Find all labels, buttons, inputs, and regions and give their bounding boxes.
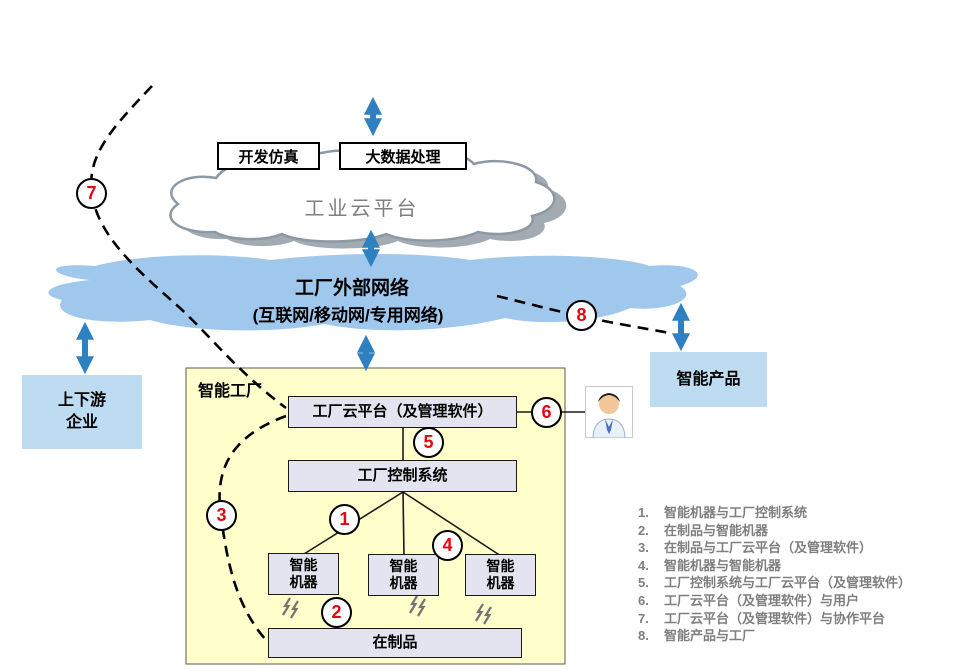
legend-text: 工厂云平台（及管理软件）与用户 xyxy=(664,592,860,608)
legend-num: 6. xyxy=(638,592,649,608)
legend-num: 5. xyxy=(638,575,649,591)
smart-machine-box-1: 智能 机器 xyxy=(268,553,339,595)
legend-item: 2. 在制品与智能机器 xyxy=(638,522,964,540)
smart-machine-line2: 机器 xyxy=(486,575,515,591)
factory-cloud-platform-box: 工厂云平台（及管理软件） xyxy=(288,396,517,428)
legend-item: 1. 智能机器与工厂控制系统 xyxy=(638,504,964,522)
partners-box: 上下游 企业 xyxy=(22,375,142,449)
smart-machine-line1: 智能 xyxy=(389,557,418,574)
dev-simulation-box: 开发仿真 xyxy=(217,142,320,170)
dashed-link-collab-platform xyxy=(89,85,287,410)
legend-text: 智能产品与工厂 xyxy=(664,628,756,644)
lightning-icon xyxy=(282,597,299,619)
legend-num: 3. xyxy=(638,540,649,556)
marker-7: 7 xyxy=(76,178,107,209)
legend-text: 在制品与工厂云平台（及管理软件） xyxy=(664,540,873,556)
big-data-box: 大数据处理 xyxy=(339,142,467,170)
smart-products-label: 智能产品 xyxy=(676,370,741,388)
legend-item: 5. 工厂控制系统与工厂云平台（及管理软件） xyxy=(638,574,964,592)
legend-item: 4. 智能机器与智能机器 xyxy=(638,557,964,575)
legend-text: 智能机器与智能机器 xyxy=(664,557,782,573)
external-network-title: 工厂外部网络 xyxy=(294,278,409,299)
legend-num: 8. xyxy=(638,628,649,644)
smart-machine-line1: 智能 xyxy=(486,557,515,574)
legend-text: 工厂控制系统与工厂云平台（及管理软件） xyxy=(664,575,912,591)
external-network-cloud-shape xyxy=(48,254,698,331)
legend-num: 7. xyxy=(638,610,649,626)
partners-line1: 上下游 xyxy=(57,392,106,410)
factory-control-system-label: 工厂控制系统 xyxy=(357,466,448,484)
smart-machine-box-3: 智能 机器 xyxy=(465,554,536,596)
smart-machine-line2: 机器 xyxy=(289,574,318,590)
smart-machine-line2: 机器 xyxy=(389,575,418,591)
legend-item: 7. 工厂云平台（及管理软件）与协作平台 xyxy=(638,610,964,628)
legend-item: 8. 智能产品与工厂 xyxy=(638,627,964,645)
legend-text: 智能机器与工厂控制系统 xyxy=(664,505,808,520)
marker-1: 1 xyxy=(329,504,360,535)
marker-2: 2 xyxy=(321,597,352,628)
dev-simulation-label: 开发仿真 xyxy=(238,148,299,166)
wip-box: 在制品 xyxy=(268,628,522,658)
factory-cloud-platform-label: 工厂云平台（及管理软件） xyxy=(312,402,493,420)
legend-item: 3. 在制品与工厂云平台（及管理软件） xyxy=(638,539,964,557)
user-icon xyxy=(585,386,633,439)
marker-3: 3 xyxy=(206,500,237,531)
legend-num: 4. xyxy=(638,557,649,573)
smart-factory-label: 智能工厂 xyxy=(198,383,263,400)
factory-control-system-box: 工厂控制系统 xyxy=(288,460,517,492)
legend-text: 工厂云平台（及管理软件）与协作平台 xyxy=(664,610,886,626)
legend-text: 在制品与智能机器 xyxy=(664,522,769,538)
partners-line2: 企业 xyxy=(65,414,98,431)
lightning-icon xyxy=(475,603,492,625)
smart-machine-box-2: 智能 机器 xyxy=(368,554,439,596)
wip-label: 在制品 xyxy=(372,633,418,651)
marker-6: 6 xyxy=(531,397,562,428)
external-network-subtitle: (互联网/移动网/专用网络) xyxy=(252,306,444,325)
smart-machine-line1: 智能 xyxy=(289,556,318,573)
marker-5: 5 xyxy=(413,427,444,458)
legend-num: 2. xyxy=(638,522,649,538)
lightning-icon xyxy=(409,595,426,617)
marker-8: 8 xyxy=(566,300,597,331)
legend-list: 1. 智能机器与工厂控制系统 2. 在制品与智能机器 3. 在制品与工厂云平台（… xyxy=(638,504,964,645)
marker-4: 4 xyxy=(432,530,463,561)
industrial-cloud-label: 工业云平台 xyxy=(304,198,420,220)
big-data-label: 大数据处理 xyxy=(365,148,441,166)
legend-num: 1. xyxy=(638,505,649,520)
legend-item: 6. 工厂云平台（及管理软件）与用户 xyxy=(638,592,964,610)
dashed-link-product-factory xyxy=(496,294,671,335)
smart-products-box: 智能产品 xyxy=(650,352,767,407)
